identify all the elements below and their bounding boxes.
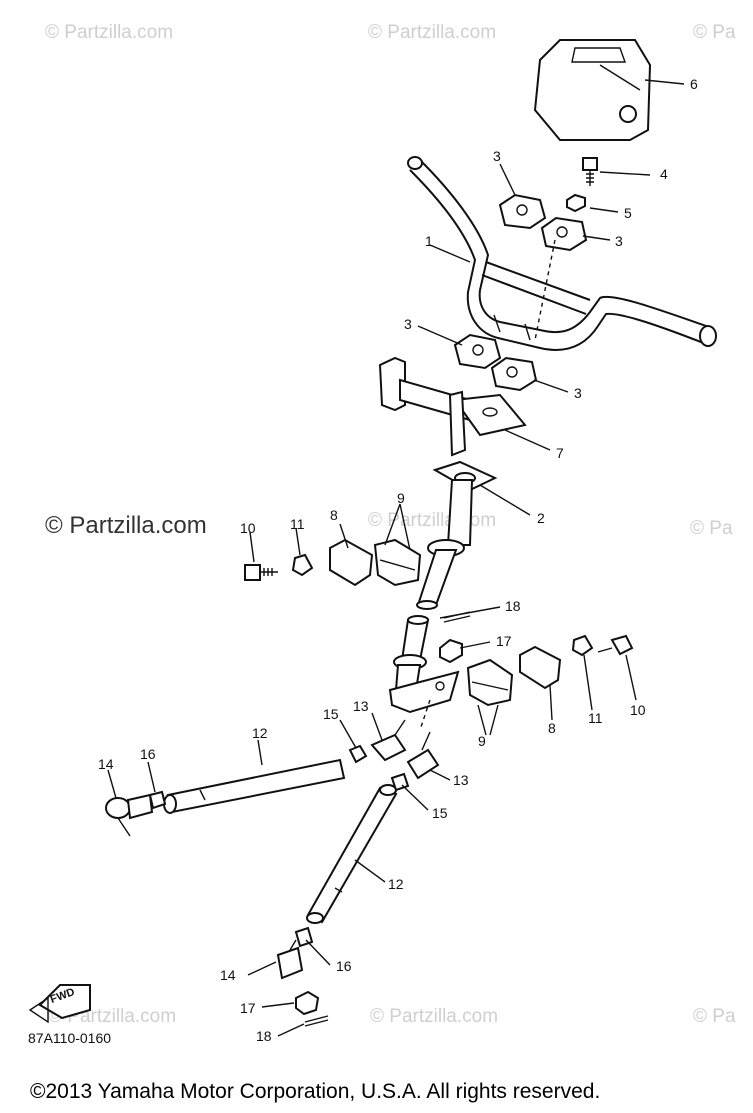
callout-11b: 11 <box>588 710 603 726</box>
callout-7: 7 <box>556 445 564 461</box>
callout-3c: 3 <box>404 316 412 332</box>
copyright-notice: ©2013 Yamaha Motor Corporation, U.S.A. A… <box>30 1080 601 1103</box>
callout-17b: 17 <box>240 1000 256 1016</box>
callout-3a: 3 <box>493 148 501 164</box>
callout-4: 4 <box>660 166 668 182</box>
bearing-holder-right <box>466 634 634 707</box>
callout-15b: 15 <box>432 805 448 821</box>
callout-13a: 13 <box>353 698 369 714</box>
callout-18b: 18 <box>256 1028 272 1044</box>
watermark: © Partzilla.com <box>368 22 497 43</box>
steering-column-upper <box>416 460 498 610</box>
callout-17a: 17 <box>496 633 512 649</box>
callout-1b: 1 <box>425 233 433 249</box>
callout-5: 5 <box>624 205 632 221</box>
callout-13b: 13 <box>453 772 469 788</box>
callout-10a: 10 <box>240 520 256 536</box>
handlebar <box>407 156 717 351</box>
fwd-arrow <box>28 984 91 1024</box>
tie-rod-horizontal <box>163 758 346 814</box>
watermark: © Pa <box>693 1006 736 1027</box>
callout-9b: 9 <box>478 733 486 749</box>
watermark: © Pa <box>690 518 733 539</box>
tie-rod-end-bottom <box>276 926 329 1027</box>
diagram-code: 87A110-0160 <box>28 1030 112 1046</box>
callout-10b: 10 <box>630 702 646 718</box>
callout-3d: 3 <box>574 385 582 401</box>
tie-rod-end-upper <box>348 719 440 780</box>
callout-2: 2 <box>537 510 545 526</box>
tie-rod-diagonal <box>306 772 410 924</box>
bearing-holder-left <box>244 538 422 587</box>
callout-3b: 3 <box>615 233 623 249</box>
callout-1: 6 <box>690 76 698 92</box>
callout-12b: 12 <box>388 876 404 892</box>
callout-9a: 9 <box>397 490 405 506</box>
steering-column-lower <box>388 615 460 714</box>
callout-16b: 16 <box>336 958 352 974</box>
tie-rod-end-left <box>105 790 167 837</box>
callout-8a: 8 <box>330 507 338 523</box>
leader-lines <box>107 79 685 1037</box>
callout-11a: 11 <box>290 516 305 532</box>
column-bracket <box>378 356 527 457</box>
nut-small <box>566 193 586 213</box>
watermark: © Pa <box>693 22 736 43</box>
watermark-main: © Partzilla.com <box>45 512 207 539</box>
handlebar-cover <box>533 39 652 141</box>
callout-15a: 15 <box>323 706 339 722</box>
bolt-small <box>582 157 598 186</box>
castle-nut-upper <box>439 611 471 664</box>
watermark: © Partzilla.com <box>45 22 174 43</box>
callout-16a: 16 <box>140 746 156 762</box>
callout-8b: 8 <box>548 720 556 736</box>
watermark: © Partzilla.com <box>370 1006 499 1027</box>
callout-14a: 14 <box>98 756 114 772</box>
callout-18a: 18 <box>505 598 521 614</box>
callout-14b: 14 <box>220 967 236 983</box>
callout-12a: 12 <box>252 725 268 741</box>
